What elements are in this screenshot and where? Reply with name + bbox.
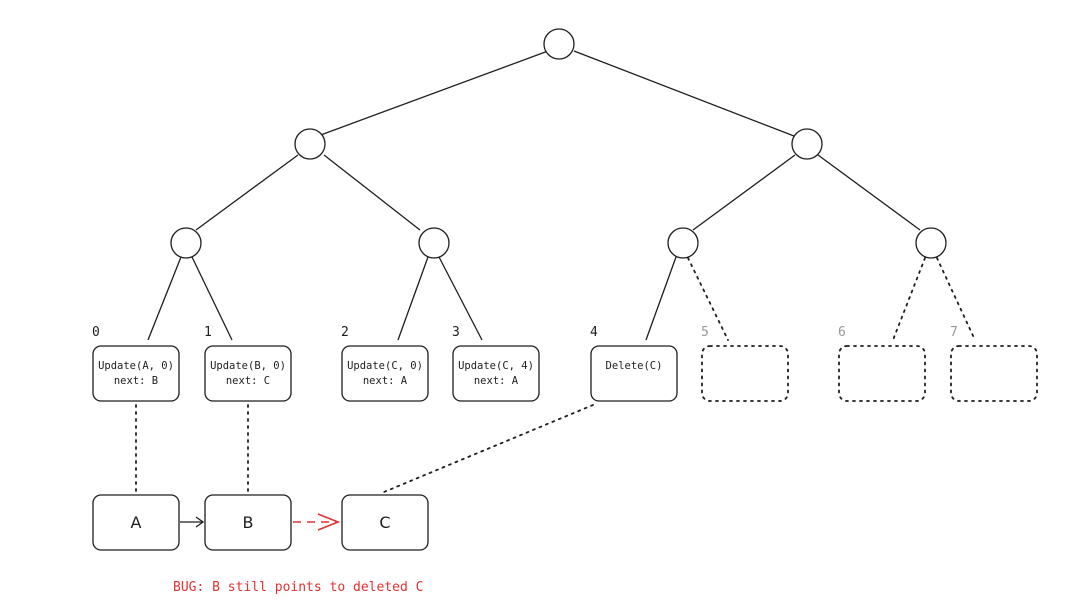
leaf-slot-2-op: Update(C, 0): [347, 360, 423, 372]
slot-index-6: 6: [838, 325, 846, 340]
edge-r1-rl: [692, 154, 796, 231]
slot-index-2: 2: [341, 325, 349, 340]
list-node-a-box: [92, 494, 180, 551]
link-slot4-to-C: [383, 404, 594, 493]
list-node-c-box: [341, 494, 429, 551]
edge-l1-lr: [323, 154, 421, 231]
tree-node-l2-1: [418, 227, 450, 259]
leaf-slot-0-next: next: B: [114, 375, 158, 387]
root-node: [543, 28, 575, 60]
edge-root-left: [317, 50, 549, 137]
edge-n0-slot1: [191, 256, 233, 341]
slot-index-0: 0: [92, 325, 100, 340]
list-node-c: C: [341, 494, 429, 551]
edge-n1-slot3: [438, 256, 483, 341]
edge-n2-slot5: [687, 257, 729, 341]
leaf-slot-2-next: next: A: [363, 375, 408, 387]
leaf-slot-7-empty: [950, 345, 1038, 402]
tree-node-l2-2: [667, 227, 699, 259]
leaf-slot-0-box: [92, 345, 180, 402]
tree-node-l1-right: [791, 128, 823, 160]
leaf-slot-6-empty: [838, 345, 926, 402]
leaf-slot-3: Update(C, 4) next: A: [452, 345, 540, 402]
leaf-slot-3-box: [452, 345, 540, 402]
leaf-slot-1-next: next: C: [226, 375, 270, 387]
bug-arrow-b-to-c: [293, 513, 341, 531]
slot-index-3: 3: [452, 325, 460, 340]
list-node-b: B: [204, 494, 292, 551]
tree-node-l2-3: [915, 227, 947, 259]
slot-to-list-links: [135, 404, 594, 493]
slot-index-labels: 0 1 2 3 4 5 6 7: [92, 325, 958, 340]
tree-edges-empty: [687, 257, 976, 341]
slot-index-5: 5: [701, 325, 709, 340]
leaf-slot-0-op: Update(A, 0): [98, 360, 174, 372]
list-node-a: A: [92, 494, 180, 551]
edge-root-right: [573, 50, 795, 137]
leaf-slot-4-box: [590, 345, 678, 402]
edge-n1-slot2: [397, 256, 429, 341]
tree-node-l1-left: [294, 128, 326, 160]
edge-n3-slot6: [892, 257, 926, 341]
leaf-slots: Update(A, 0) next: B Update(B, 0) next: …: [92, 345, 1038, 402]
leaf-slot-0: Update(A, 0) next: B: [92, 345, 180, 402]
leaf-slot-1: Update(B, 0) next: C: [204, 345, 292, 402]
leaf-slot-4-op: Delete(C): [606, 360, 663, 372]
list-node-c-label: C: [379, 513, 390, 532]
slot-index-4: 4: [590, 325, 598, 340]
edge-l1-ll: [195, 154, 299, 231]
edge-n0-slot0: [147, 256, 182, 341]
tree-node-l2-0: [170, 227, 202, 259]
slot-index-1: 1: [204, 325, 212, 340]
edge-n3-slot7: [936, 257, 976, 341]
leaf-slot-1-op: Update(B, 0): [210, 360, 286, 372]
list-node-a-label: A: [131, 513, 142, 532]
leaf-slot-3-op: Update(C, 4): [458, 360, 534, 372]
leaf-slot-4: Delete(C): [590, 345, 678, 402]
linked-list: A B C: [92, 494, 429, 551]
list-node-b-label: B: [243, 513, 254, 532]
bug-annotation: BUG: B still points to deleted C: [173, 580, 423, 595]
arrow-a-to-b: [180, 516, 205, 528]
leaf-slot-2: Update(C, 0) next: A: [341, 345, 429, 402]
tree-nodes: [170, 28, 947, 259]
leaf-slot-1-box: [204, 345, 292, 402]
slot-index-7: 7: [950, 325, 958, 340]
leaf-slot-3-next: next: A: [474, 375, 519, 387]
leaf-slot-5-empty: [701, 345, 789, 402]
tree-edges: [147, 50, 921, 341]
leaf-slot-2-box: [341, 345, 429, 402]
list-node-b-box: [204, 494, 292, 551]
edge-n2-slot4: [645, 256, 677, 341]
edge-r1-rr: [817, 154, 921, 231]
